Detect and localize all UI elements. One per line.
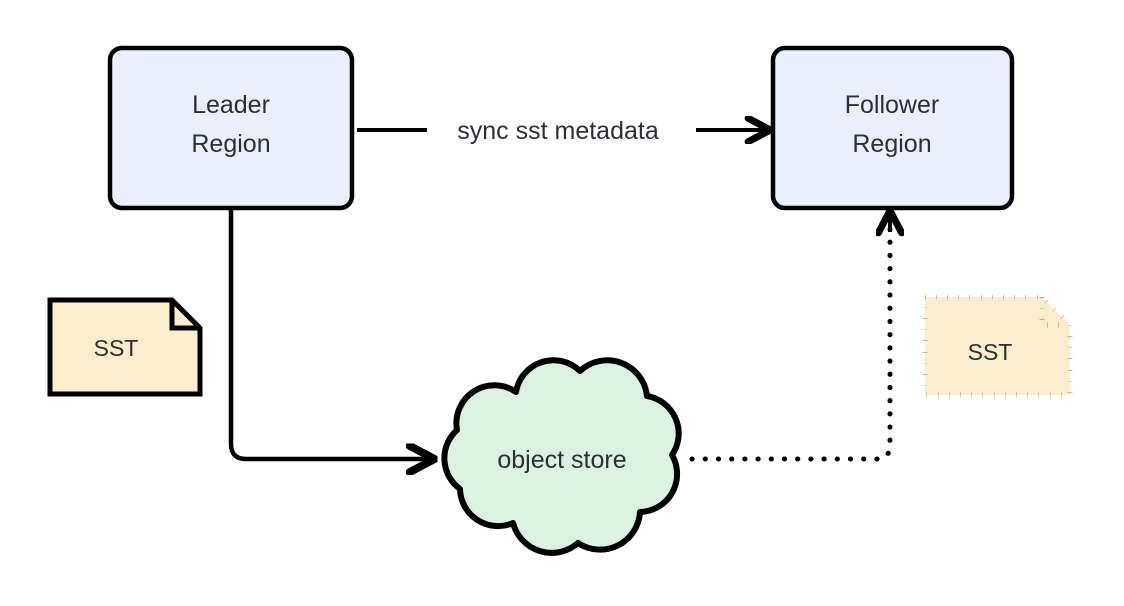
sst-follower-body[interactable] [922,294,1073,398]
leader-region-label-line2: Region [191,130,270,158]
follower-region-box[interactable] [770,45,1015,211]
object-store-to-follower-dotted-path [689,219,893,462]
node-object-store[interactable]: object store [441,357,682,556]
leader-region-box[interactable] [107,45,355,211]
edge-leader-to-object-store[interactable] [228,210,432,459]
sst-leader-fold-corner [169,300,200,331]
follower-region-label-line2: Region [852,130,931,158]
edge-sync-sst-metadata[interactable]: sync sst metadata [357,117,768,145]
leader-to-object-store-path [228,210,432,459]
sst-leader-body[interactable] [47,297,203,397]
sst-leader-label: SST [94,335,139,361]
node-sst-follower[interactable]: SST [922,294,1073,398]
object-store-label: object store [497,446,626,474]
node-sst-leader[interactable]: SST [47,297,203,397]
edge-object-store-to-follower[interactable] [689,213,893,462]
node-leader-region[interactable]: Leader Region [107,45,355,211]
follower-region-label-line1: Follower [845,91,939,119]
leader-region-label-line1: Leader [192,91,270,119]
sync-metadata-label: sync sst metadata [457,117,659,145]
node-follower-region[interactable]: Follower Region [770,45,1015,211]
object-store-cloud-shape[interactable] [441,357,682,556]
sst-follower-label: SST [968,339,1013,365]
